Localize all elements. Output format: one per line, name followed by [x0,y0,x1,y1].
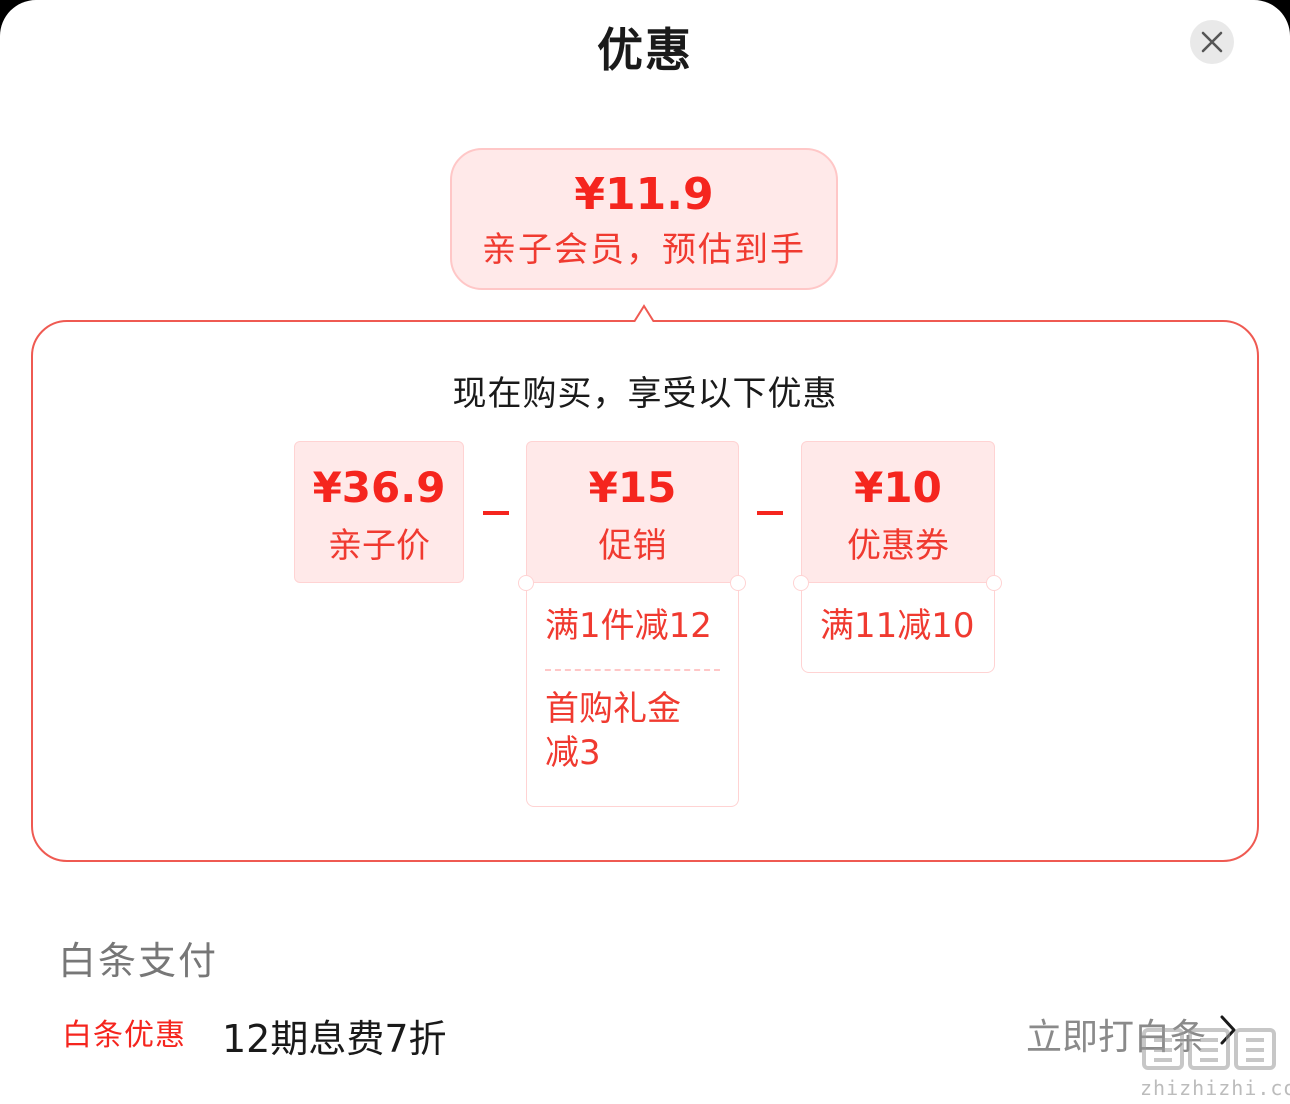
coupon-label: 优惠券 [847,526,949,566]
base-price-card: ¥36.9 亲子价 [294,441,464,583]
sheet-title: 优惠 [597,23,693,77]
estimated-price-description: 亲子会员，预估到手 [482,230,806,270]
minus-sign [757,511,783,515]
coupon-details: 满11减10 [801,583,995,673]
base-price-amount: ¥36.9 [312,463,446,512]
ticket-notch [986,575,1002,591]
close-button[interactable] [1190,20,1234,64]
dashed-divider [545,669,720,671]
panel-pointer [614,304,674,324]
coupon-detail-item: 满11减10 [820,606,975,646]
coupon-amount: ¥10 [854,463,942,512]
coupon-card: ¥10 优惠券 [801,441,995,583]
promotion-detail-item: 满1件减12 [545,606,712,646]
ticket-notch [730,575,746,591]
promotion-label: 促销 [598,526,667,566]
installment-offer-text: 12期息费7折 [222,1017,447,1061]
payment-section-title: 白条支付 [58,939,219,983]
promotion-amount: ¥15 [588,463,677,512]
watermark-logo [1142,1028,1276,1070]
estimated-price: ¥11.9 [574,169,714,220]
base-price-label: 亲子价 [328,526,430,566]
ticket-notch [518,575,534,591]
open-baitiao-link[interactable]: 立即打白条 [1026,1017,1207,1058]
minus-sign [483,511,509,515]
close-icon [1201,31,1223,53]
promotion-detail-item: 首购礼金 减3 [545,689,681,773]
promotion-details: 满1件减12 首购礼金 减3 [526,583,739,807]
ticket-notch [793,575,809,591]
baitiao-offer-tag: 白条优惠 [62,1018,186,1053]
estimated-price-bubble: ¥11.9 亲子会员，预估到手 [450,148,838,290]
promotion-card: ¥15 促销 [526,441,739,583]
breakdown-heading: 现在购买，享受以下优惠 [452,374,838,414]
watermark-text: zhizhizhi.com [1140,1076,1290,1100]
